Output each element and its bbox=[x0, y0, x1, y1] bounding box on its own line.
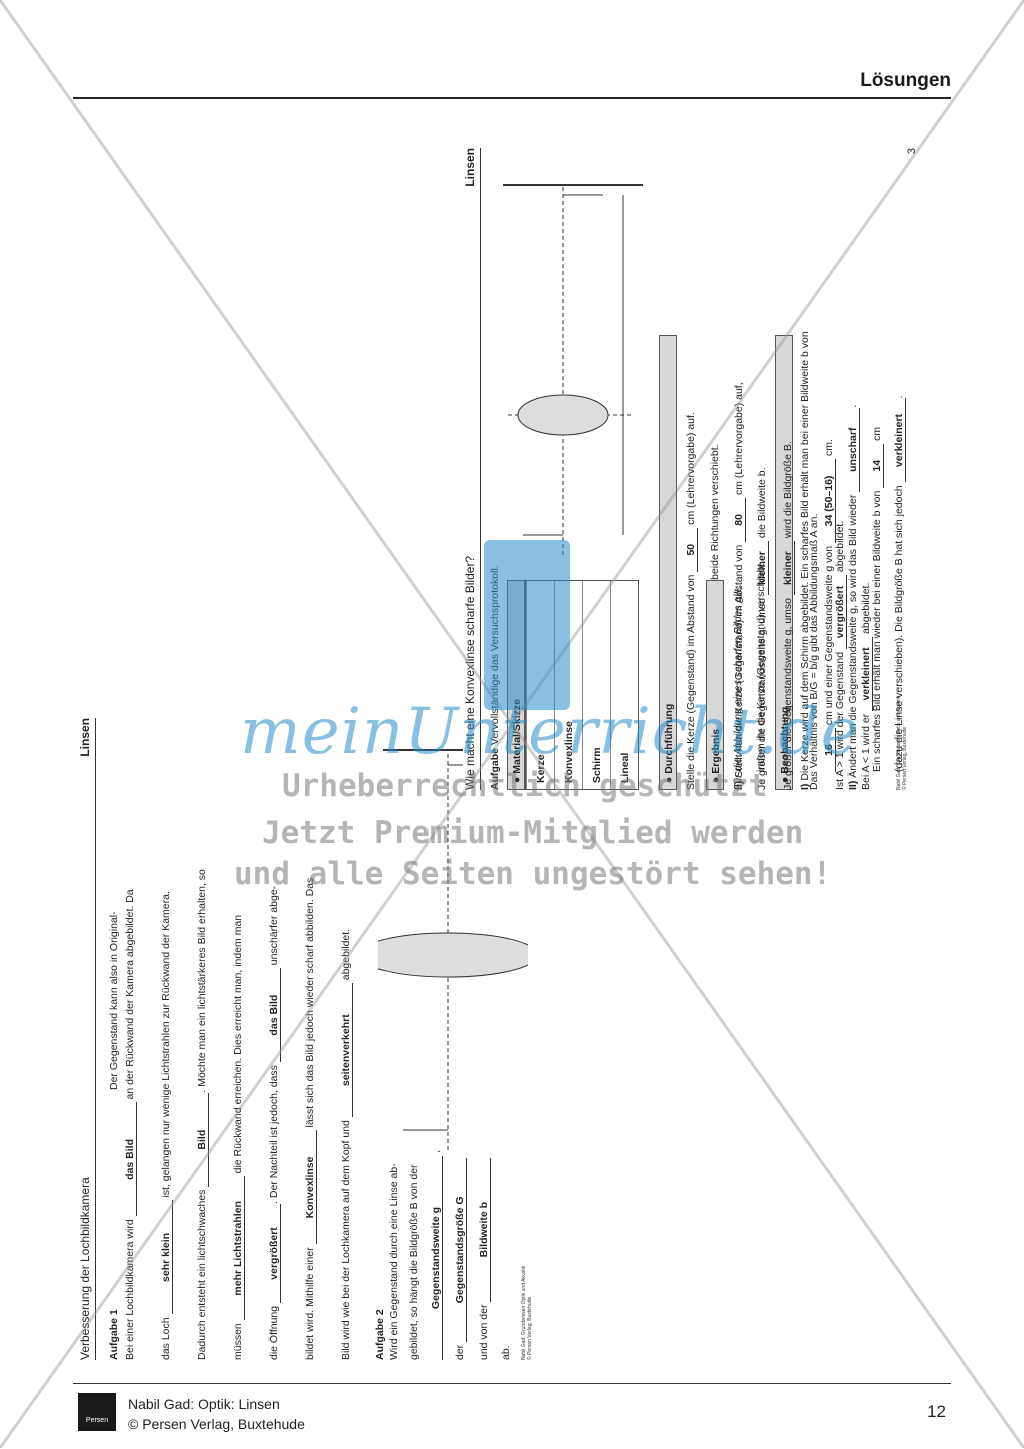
left-page-credit: Nabil Gad: Grundwissen Optik und Akustik… bbox=[521, 1266, 533, 1360]
answer-blank: vergrößert bbox=[834, 575, 847, 650]
text: cm bbox=[871, 426, 883, 441]
text: der bbox=[454, 1344, 466, 1360]
text: die Öffnung bbox=[268, 1305, 280, 1360]
left-lens-diagram bbox=[378, 749, 528, 1150]
text: Bild wird wie bei der Lochkamera auf dem… bbox=[340, 1120, 352, 1360]
text: abgebildet. bbox=[834, 520, 846, 573]
text: cm (Lehrervorgabe) auf, bbox=[733, 382, 745, 495]
footer-rule bbox=[73, 1383, 951, 1384]
answer-blank: kleiner bbox=[782, 541, 795, 596]
watermark-line: und alle Seiten ungestört sehen! bbox=[234, 856, 832, 892]
page-header-title: Lösungen bbox=[860, 70, 951, 91]
watermark-cloud-icon bbox=[484, 540, 570, 710]
aufgabe1-line: das Loch sehr klein ist, gelangen nur we… bbox=[160, 891, 173, 1360]
answer-blank: 50 bbox=[685, 527, 698, 572]
left-worksheet-page: Verbesserung der Lochbildkamera Linsen A… bbox=[78, 718, 533, 1360]
right-page-topic: Linsen bbox=[463, 148, 477, 187]
text: abgebildet. bbox=[340, 928, 352, 981]
right-page-rule bbox=[480, 148, 481, 790]
answer-blank: 14 bbox=[871, 443, 884, 488]
text: Dadurch entsteht ein lichtschwaches bbox=[196, 1189, 208, 1360]
answer-blank: das Bild bbox=[124, 1102, 137, 1217]
aufgabe1-heading: Aufgabe 1 bbox=[108, 1309, 120, 1360]
aufgabe1-line: Bild wird wie bei der Lochkamera auf dem… bbox=[340, 929, 353, 1360]
aufgabe2-line: Wird ein Gegenstand durch eine Linse ab- bbox=[388, 1163, 400, 1360]
aufgabe1-line: Bei einer Lochbildkamera wird das Bild a… bbox=[124, 889, 137, 1360]
text: Bei A < 1 wird er bbox=[860, 713, 872, 790]
text: lässt sich das Bild jedoch wieder scharf… bbox=[304, 877, 316, 1128]
text: . Der Nachteil ist jedoch, dass bbox=[268, 1065, 280, 1204]
footer-publisher: © Persen Verlag, Buxtehude bbox=[128, 1416, 305, 1432]
aufgabe2-line: ab. bbox=[500, 1345, 512, 1360]
aufgabe2-line: der Gegenstandsgröße G bbox=[454, 1157, 467, 1360]
aufgabe2-line: und von der Bildweite b bbox=[478, 1157, 491, 1360]
text: . Möchte man ein lichtstärkeres Bild erh… bbox=[196, 869, 208, 1093]
text: . bbox=[847, 404, 859, 408]
credit-line: © Persen Verlag, Buxtehude bbox=[902, 726, 908, 790]
text: die Bildweite b. bbox=[756, 467, 768, 539]
publisher-logo: Persen bbox=[78, 1393, 116, 1431]
aufgabe2-line: Der Gegenstand kann also in Original- bbox=[108, 911, 120, 1090]
text: müssen bbox=[232, 1323, 244, 1360]
left-page-rule bbox=[95, 718, 96, 1360]
right-page-number: 3 bbox=[906, 148, 918, 155]
footer-credits: Nabil Gad: Optik: Linsen © Persen Verlag… bbox=[128, 1394, 305, 1434]
aufgabe1-line: bildet wird. Mithilfe einer Konvexlinse … bbox=[304, 878, 317, 1360]
text: Bei einer Lochbildkamera wird bbox=[124, 1219, 136, 1360]
answer-blank: Gegenstandsgröße G bbox=[454, 1157, 467, 1342]
answer-blank: kleiner bbox=[756, 541, 769, 596]
left-page-topic: Linsen bbox=[78, 718, 92, 757]
lens-shape bbox=[378, 932, 528, 978]
credit-line: © Persen Verlag, Buxtehude bbox=[527, 1296, 533, 1360]
text: unschärfer abge- bbox=[268, 885, 280, 966]
watermark-line: Urheberrechtlich geschützt bbox=[282, 768, 768, 804]
answer-blank: sehr klein bbox=[160, 1200, 173, 1315]
lens-shape bbox=[517, 394, 609, 436]
answer-blank: Bildweite b bbox=[478, 1157, 491, 1302]
aufgabe2-line: gebildet, so hängt die Bildgröße B von d… bbox=[408, 1164, 420, 1360]
aufgabe2-heading: Aufgabe 2 bbox=[374, 1309, 386, 1360]
answer-blank: Konvexlinse bbox=[304, 1130, 317, 1245]
left-page-title: Verbesserung der Lochbildkamera bbox=[78, 1177, 92, 1360]
watermark-logo: meinUnterricht.de bbox=[240, 695, 860, 769]
aufgabe2-line: Gegenstandsweite g , bbox=[430, 1150, 443, 1360]
answer-blank: Bild bbox=[196, 1092, 209, 1187]
text: wird die Bildgröße B. bbox=[782, 441, 794, 539]
answer-blank: vergrößert bbox=[268, 1203, 281, 1303]
aufgabe1-line: die Öffnung vergrößert. Der Nachteil ist… bbox=[268, 886, 281, 1360]
header-rule bbox=[73, 97, 951, 99]
answer-blank: verkleinert bbox=[893, 398, 906, 483]
text: abgebildet. bbox=[860, 582, 872, 634]
answer-blank: verkleinert bbox=[860, 636, 873, 711]
text: cm. bbox=[823, 439, 835, 457]
text: . bbox=[893, 395, 905, 399]
text: das Loch bbox=[160, 1317, 172, 1360]
text: cm (Lehrervorgabe) auf. bbox=[685, 412, 697, 525]
right-lens-diagram bbox=[503, 184, 643, 555]
answer-blank: das Bild bbox=[268, 968, 281, 1063]
result-line: Bei A < 1 wird er verkleinert abgebildet… bbox=[860, 583, 873, 790]
answer-blank: mehr Lichtstrahlen bbox=[232, 1176, 245, 1321]
footer-author: Nabil Gad: Optik: Linsen bbox=[128, 1396, 280, 1412]
answer-blank: seitenverkehrt bbox=[340, 983, 353, 1118]
aufgabe1-line: Dadurch entsteht ein lichtschwaches Bild… bbox=[196, 869, 209, 1360]
text: und von der bbox=[478, 1304, 490, 1360]
aufgabe1-line: müssen mehr Lichtstrahlen die Rückwand e… bbox=[232, 915, 245, 1360]
right-worksheet-page: Wie macht eine Konvexlinse scharfe Bilde… bbox=[463, 148, 918, 790]
right-page-credit: Nabil Gad: Grundwissen Optik und Akustik… bbox=[896, 696, 908, 790]
text: bildet wird. Mithilfe einer bbox=[304, 1247, 316, 1360]
text: ist, gelangen nur wenige Lichtstrahlen z… bbox=[160, 891, 172, 1198]
footer-page-number: 12 bbox=[927, 1402, 946, 1421]
text: an der Rückwand der Kamera abgebildet. D… bbox=[124, 889, 136, 1100]
watermark-line: Jetzt Premium-Mitglied werden bbox=[262, 815, 804, 851]
answer-blank: unscharf bbox=[847, 407, 860, 492]
answer-blank: Gegenstandsweite g bbox=[430, 1156, 443, 1360]
publisher-logo-text: Persen bbox=[85, 1417, 109, 1424]
text: die Rückwand erreichen. Dies erreicht ma… bbox=[232, 914, 244, 1174]
